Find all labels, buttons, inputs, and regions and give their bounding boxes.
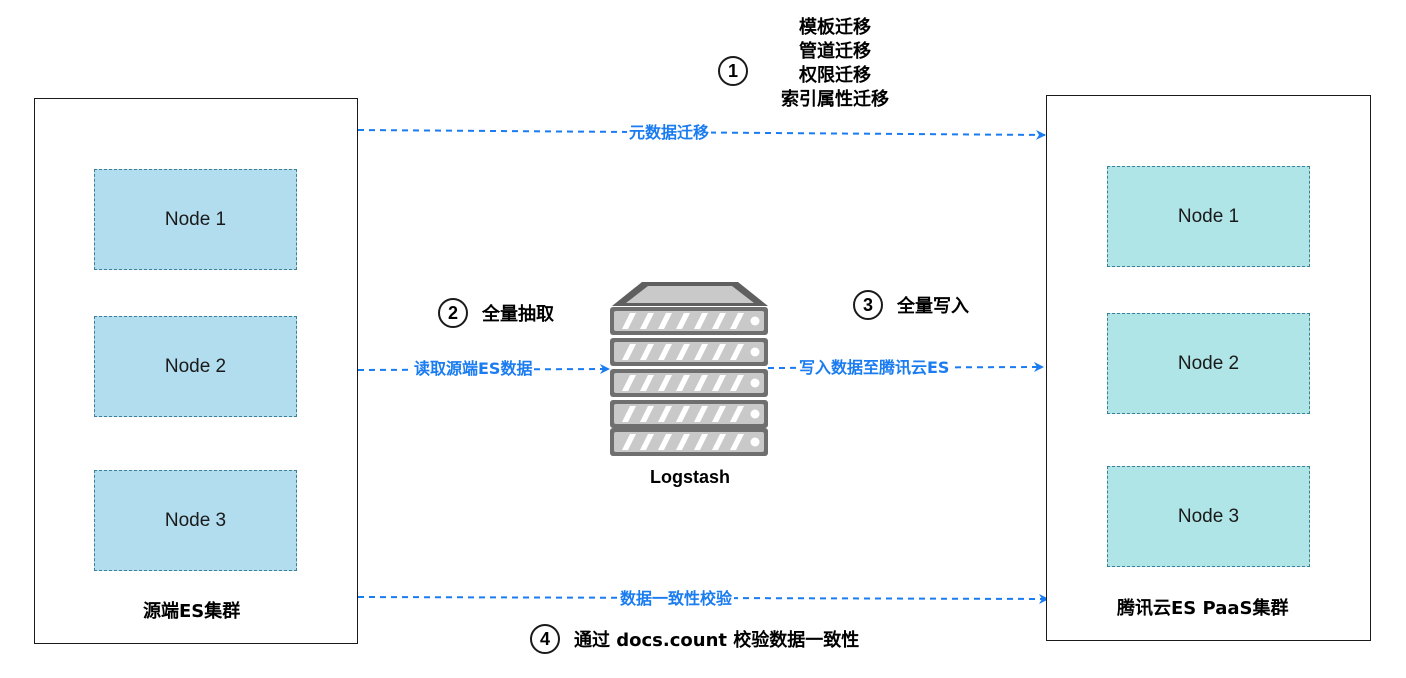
read-source-label: 读取源端ES数据 <box>412 359 535 379</box>
step-3-heading: 3 全量写入 <box>853 290 969 320</box>
metadata-item: 权限迁移 <box>799 65 871 86</box>
step-4-title: 通过 docs.count 校验数据一致性 <box>574 630 860 651</box>
target-cluster-label: 腾讯云ES PaaS集群 <box>1117 598 1289 619</box>
target-node-2: Node 2 <box>1107 313 1310 414</box>
step-2-heading: 2 全量抽取 <box>438 298 554 328</box>
source-node-2: Node 2 <box>94 316 297 417</box>
metadata-item: 模板迁移 <box>799 17 871 38</box>
metadata-migration-label: 元数据迁移 <box>627 123 712 143</box>
consistency-check-label: 数据一致性校验 <box>618 589 735 609</box>
step-1-badge: 1 <box>718 56 748 86</box>
step-4-badge: 4 <box>530 624 560 654</box>
source-cluster: Node 1 Node 2 Node 3 源端ES集群 <box>34 98 358 644</box>
metadata-item: 索引属性迁移 <box>781 89 889 110</box>
step-3-title: 全量写入 <box>897 296 969 317</box>
write-target-label: 写入数据至腾讯云ES <box>797 358 952 378</box>
metadata-item: 管道迁移 <box>799 41 871 62</box>
source-cluster-label: 源端ES集群 <box>143 601 241 622</box>
step-2-badge: 2 <box>438 298 468 328</box>
source-node-3: Node 3 <box>94 470 297 571</box>
step-3-badge: 3 <box>853 290 883 320</box>
server-icon <box>610 282 768 456</box>
target-node-1: Node 1 <box>1107 166 1310 267</box>
target-node-3: Node 3 <box>1107 466 1310 567</box>
logstash-label: Logstash <box>649 467 730 487</box>
step-4-heading: 4 通过 docs.count 校验数据一致性 <box>530 624 859 654</box>
target-cluster: Node 1 Node 2 Node 3 腾讯云ES PaaS集群 <box>1046 95 1371 641</box>
source-node-1: Node 1 <box>94 169 297 270</box>
step-2-title: 全量抽取 <box>482 304 554 325</box>
metadata-items: 模板迁移 管道迁移 权限迁移 索引属性迁移 <box>773 16 897 112</box>
